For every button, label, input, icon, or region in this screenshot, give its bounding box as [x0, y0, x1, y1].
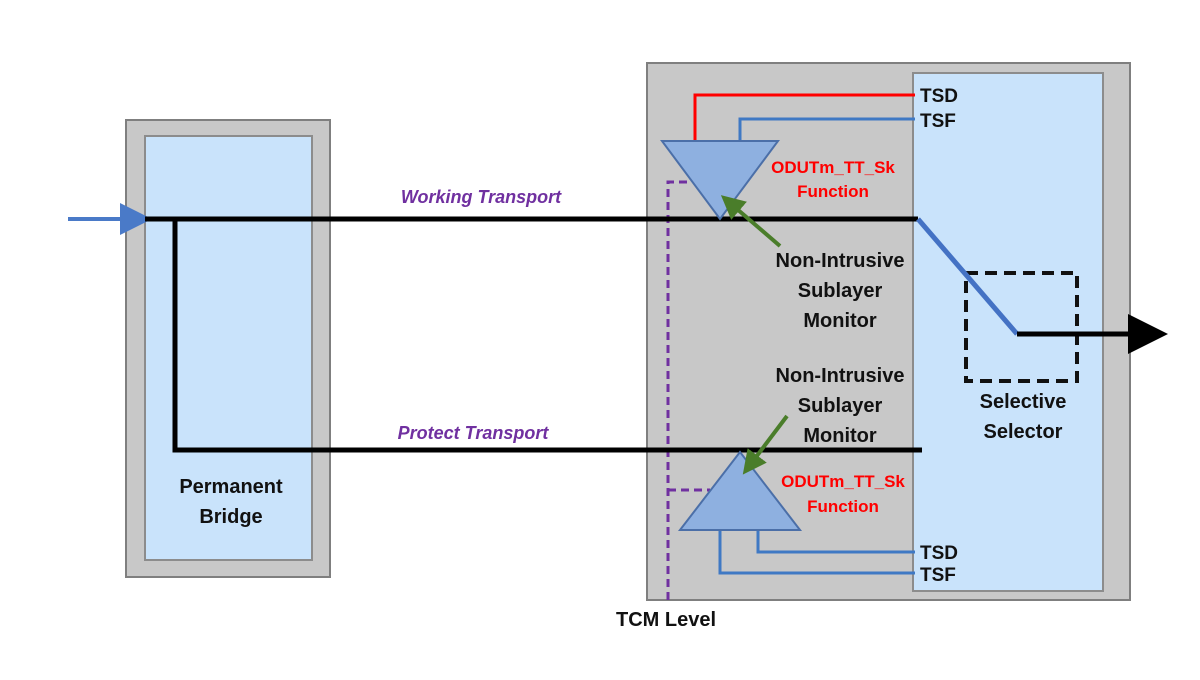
top-monitor-desc-line2: Sublayer — [798, 280, 883, 302]
bottom-function-name: ODUTm_TT_Sk — [781, 472, 905, 491]
top-monitor-triangle — [660, 140, 780, 221]
tcm-level-label: TCM Level — [616, 609, 716, 631]
bottom-tsf-label: TSF — [920, 565, 956, 586]
selector-label-line1: Selective — [980, 391, 1067, 413]
top-monitor-desc-line1: Non-Intrusive — [776, 250, 905, 272]
bottom-monitor-desc-line3: Monitor — [803, 425, 877, 447]
top-function-word: Function — [797, 182, 869, 201]
bridge-label-line2: Bridge — [199, 506, 262, 528]
bridge-label-line1: Permanent — [179, 476, 283, 498]
top-tsf-label: TSF — [920, 111, 956, 132]
selector-switch-line — [916, 217, 1019, 336]
tcm-level-line — [666, 180, 710, 600]
top-signal-lines — [693, 93, 915, 141]
top-function-name: ODUTm_TT_Sk — [771, 158, 895, 177]
selector-label-line2: Selector — [984, 421, 1063, 443]
permanent-bridge-panel — [125, 119, 331, 578]
top-tsd-label: TSD — [920, 86, 958, 107]
bridge-branch-line — [172, 219, 922, 453]
bottom-monitor-desc-line2: Sublayer — [798, 395, 883, 417]
transport-lines — [145, 216, 922, 453]
bottom-monitor-triangle — [677, 450, 803, 531]
bottom-function-word: Function — [807, 497, 879, 516]
working-transport-label: Working Transport — [401, 187, 562, 207]
bottom-signal-lines — [718, 528, 915, 575]
bottom-monitor-pointer — [742, 414, 789, 475]
bottom-monitor-desc-line1: Non-Intrusive — [776, 365, 905, 387]
top-monitor-desc-line3: Monitor — [803, 310, 877, 332]
protect-transport-label: Protect Transport — [398, 423, 550, 443]
bottom-tsd-label: TSD — [920, 543, 958, 564]
selector-box — [964, 271, 1079, 383]
top-monitor-pointer — [720, 195, 782, 248]
